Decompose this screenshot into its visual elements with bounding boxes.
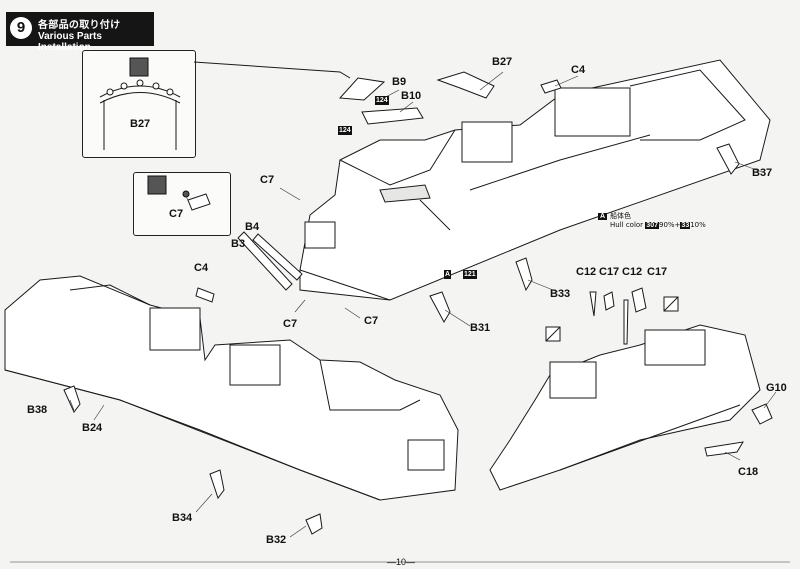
label-b4: B4 <box>245 221 260 233</box>
b4-part <box>252 233 303 281</box>
label-c4-left: C4 <box>194 262 209 274</box>
step-title-jp: 各部品の取り付け <box>38 20 121 31</box>
label-b33: B33 <box>550 288 571 300</box>
c7-detail <box>147 175 211 211</box>
tag-121: 121 <box>463 270 477 279</box>
c17-part-a <box>603 291 615 311</box>
tag-124-a: 124 <box>375 96 389 105</box>
label-b9: B9 <box>392 76 407 88</box>
color-code-b: 33 <box>680 222 691 229</box>
label-b34: B34 <box>172 512 193 524</box>
color-plus: + <box>674 221 681 229</box>
label-b27-top: B27 <box>492 56 513 68</box>
label-c18: C18 <box>738 466 759 478</box>
step-title-en: Various Parts Installation <box>38 31 102 53</box>
label-c7-left: C7 <box>260 174 275 186</box>
label-b3: B3 <box>231 238 246 250</box>
label-c17-b: C17 <box>647 266 668 278</box>
color-note-en: Hull color <box>610 221 644 229</box>
label-c17-a: C17 <box>599 266 620 278</box>
b31-part <box>429 291 451 324</box>
label-b38: B38 <box>27 404 48 416</box>
hull-upper-right <box>299 59 771 301</box>
b32-part <box>305 513 323 535</box>
color-code-a-pct: 90% <box>658 221 675 229</box>
label-c12-b: C12 <box>622 266 643 278</box>
color-note-marker: A <box>598 213 608 220</box>
b38-part <box>63 385 81 413</box>
c17-part-b <box>631 287 647 313</box>
c12-part-a <box>589 291 597 317</box>
label-b37: B37 <box>752 167 773 179</box>
step-header: 9 各部品の取り付け Various Parts Installation <box>6 12 154 53</box>
c4-part-left <box>195 287 215 303</box>
c12-part-b <box>623 299 629 345</box>
c4-part <box>540 79 562 94</box>
page-number: —10— <box>387 557 416 567</box>
label-c7-inset: C7 <box>169 208 184 220</box>
label-c12-a: C12 <box>576 266 597 278</box>
label-b27-inset: B27 <box>130 118 151 130</box>
b33-part <box>515 257 533 292</box>
label-c7-bottom-left: C7 <box>283 318 298 330</box>
tag-124-b: 124 <box>338 126 352 135</box>
step-number: 9 <box>10 17 32 39</box>
b27-rail-detail <box>99 57 181 150</box>
label-c7-bottom-right: C7 <box>364 315 379 327</box>
inset-box-c7 <box>133 172 231 236</box>
b34-part <box>209 469 225 500</box>
b27-rail-part <box>436 71 495 99</box>
label-g10: G10 <box>766 382 787 394</box>
label-b31: B31 <box>470 322 491 334</box>
no-cement-mark-2 <box>663 296 679 312</box>
hull-lower-right <box>489 324 761 491</box>
b9-part <box>338 77 386 101</box>
no-cement-mark-1 <box>545 326 561 342</box>
color-code-a: 307 <box>645 222 659 229</box>
color-code-b-pct: 10% <box>690 221 706 229</box>
tag-a-marker: A <box>444 270 452 279</box>
label-b10: B10 <box>401 90 422 102</box>
label-b32: B32 <box>266 534 287 546</box>
label-b24: B24 <box>82 422 103 434</box>
b10-part <box>361 107 424 125</box>
g10-part <box>751 403 773 425</box>
label-c4-top: C4 <box>571 64 586 76</box>
color-note-jp: 船体色 <box>610 212 632 220</box>
b3-part <box>237 231 293 291</box>
b37-part <box>716 143 740 175</box>
hull-lower-left <box>4 275 459 501</box>
